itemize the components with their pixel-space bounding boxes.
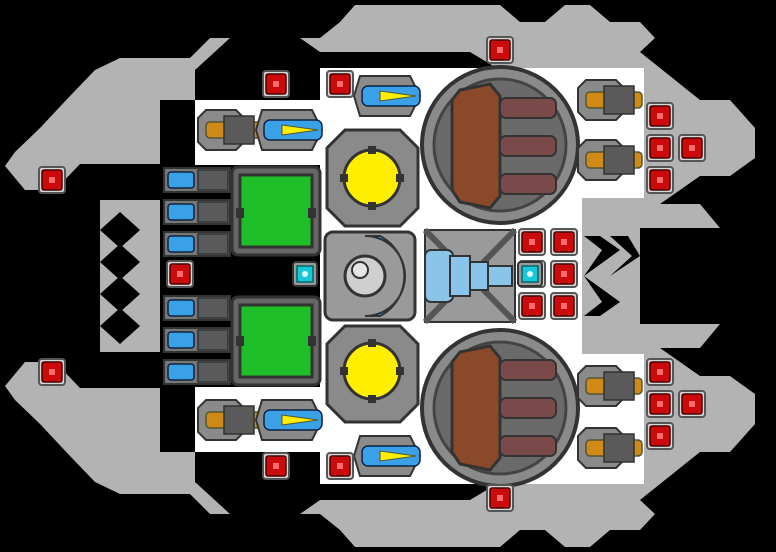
shield-generator-icon bbox=[323, 230, 417, 322]
red-armor-icon bbox=[678, 390, 706, 418]
red-armor-icon bbox=[486, 484, 514, 512]
green-reactor-icon bbox=[230, 165, 322, 257]
turret-icon bbox=[352, 435, 422, 477]
yellow-core-icon bbox=[325, 128, 420, 228]
thruster-icon bbox=[163, 231, 231, 257]
turret-group bbox=[197, 75, 643, 477]
left-chevron-cutouts bbox=[100, 212, 140, 344]
red-armor-icon bbox=[38, 358, 66, 386]
red-armor-icon bbox=[646, 166, 674, 194]
cyan-node-icon bbox=[517, 261, 543, 287]
turret-icon bbox=[352, 75, 422, 117]
turret-icon bbox=[197, 109, 263, 151]
turret-icon bbox=[254, 109, 324, 151]
red-armor-icon bbox=[486, 36, 514, 64]
heavy-cannon-icon bbox=[420, 328, 580, 488]
heavy-cannon-icon bbox=[420, 65, 580, 225]
turret-icon bbox=[577, 139, 643, 181]
thruster-icon bbox=[163, 327, 231, 353]
red-armor-icon bbox=[326, 452, 354, 480]
turret-icon bbox=[254, 399, 324, 441]
red-armor-icon bbox=[262, 452, 290, 480]
red-armor-icon bbox=[550, 228, 578, 256]
thruster-icon bbox=[163, 359, 231, 385]
cyan-node-group bbox=[292, 261, 543, 287]
red-armor-icon bbox=[166, 260, 194, 288]
thruster-icon bbox=[163, 167, 231, 193]
red-armor-icon bbox=[646, 134, 674, 162]
turret-icon bbox=[577, 365, 643, 407]
turret-icon bbox=[577, 79, 643, 121]
yellow-core-icon bbox=[325, 324, 420, 424]
engine-core-icon bbox=[422, 227, 518, 325]
thruster-bank bbox=[163, 167, 231, 385]
red-armor-icon bbox=[646, 390, 674, 418]
right-chevron-cutouts bbox=[584, 236, 676, 316]
red-armor-icon bbox=[646, 102, 674, 130]
red-armor-icon bbox=[262, 70, 290, 98]
red-armor-icon bbox=[518, 292, 546, 320]
thruster-icon bbox=[163, 295, 231, 321]
cyan-node-icon bbox=[292, 261, 318, 287]
turret-icon bbox=[197, 399, 263, 441]
red-armor-icon bbox=[38, 166, 66, 194]
red-armor-icon bbox=[550, 292, 578, 320]
thruster-icon bbox=[163, 199, 231, 225]
green-reactor-icon bbox=[230, 295, 322, 387]
turret-icon bbox=[577, 427, 643, 469]
red-armor-icon bbox=[518, 228, 546, 256]
red-armor-icon bbox=[678, 134, 706, 162]
red-armor-icon bbox=[646, 422, 674, 450]
red-armor-icon bbox=[646, 358, 674, 386]
red-armor-icon bbox=[550, 260, 578, 288]
red-armor-icon bbox=[326, 70, 354, 98]
